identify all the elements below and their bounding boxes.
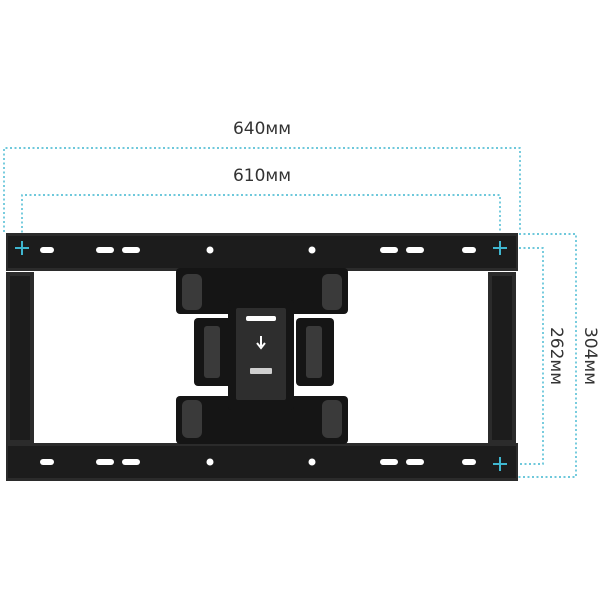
top-hole-1 [206, 246, 214, 254]
crosshair-marker-bottom-right [493, 457, 507, 471]
arm-assembly [176, 268, 348, 444]
bottom-slot-4 [380, 459, 398, 465]
lower-right-hinge [322, 400, 342, 438]
right-arm-link-detail [306, 326, 322, 378]
inner-width-label: 610мм [233, 166, 291, 186]
top-slot-6 [462, 247, 476, 253]
top-slot-3 [122, 247, 140, 253]
outer-width-label: 640мм [233, 119, 291, 139]
wall-plate-slot-top [246, 316, 276, 321]
crosshair-marker-top-left [15, 241, 29, 255]
top-slot-5 [406, 247, 424, 253]
wall-plate-face [236, 308, 286, 400]
top-slot-2 [96, 247, 114, 253]
bottom-slot-3 [122, 459, 140, 465]
tv-mount [6, 233, 518, 481]
left-arm-link-detail [204, 326, 220, 378]
outer-height-line [510, 233, 577, 478]
inner-height-line [510, 247, 544, 465]
lower-arm [176, 396, 348, 444]
bottom-slot-1 [40, 459, 54, 465]
left-side-rail-face [10, 276, 30, 440]
arrow-down-icon [256, 336, 266, 350]
upper-left-hinge [182, 274, 202, 310]
right-side-rail-face [492, 276, 512, 440]
crosshair-marker-top-right [493, 241, 507, 255]
outer-height-label: 304мм [580, 327, 600, 385]
upper-arm [176, 268, 348, 314]
mount-point-markers [15, 241, 507, 471]
top-slot-4 [380, 247, 398, 253]
inner-width-line [21, 194, 501, 246]
bottom-slot-6 [462, 459, 476, 465]
upper-right-hinge [322, 274, 342, 310]
bottom-hole-1 [206, 458, 214, 466]
bottom-slot-5 [406, 459, 424, 465]
bottom-rail [6, 443, 518, 481]
top-slot-1 [40, 247, 54, 253]
inner-height-label: 262мм [546, 327, 566, 385]
bottom-hole-2 [308, 458, 316, 466]
top-hole-2 [308, 246, 316, 254]
outer-width-line [3, 147, 521, 232]
top-rail [6, 233, 518, 271]
level-indicator [250, 368, 272, 374]
bottom-slot-2 [96, 459, 114, 465]
lower-left-hinge [182, 400, 202, 438]
dimension-lines [3, 147, 577, 478]
